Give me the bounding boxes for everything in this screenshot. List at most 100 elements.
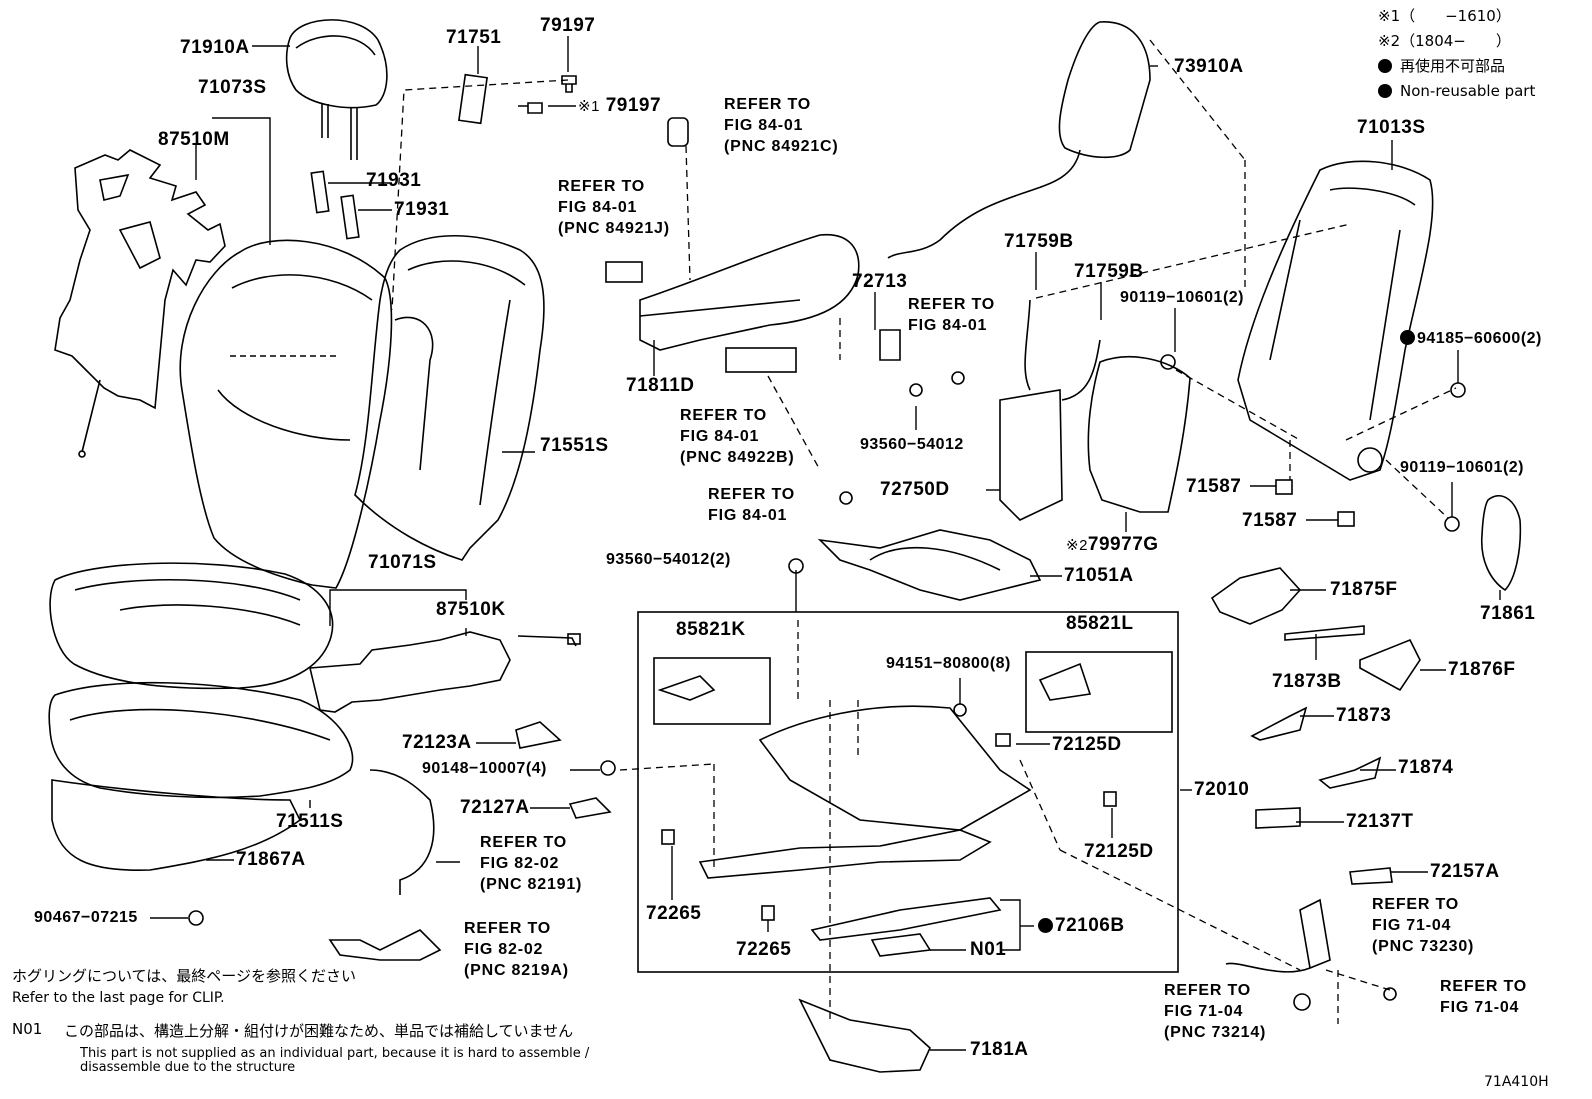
part-label[interactable]: 72125D [1084, 841, 1154, 862]
assembly-guide-lines [391, 39, 1457, 1024]
part-label-94185[interactable]: 94185−60600(2) [1400, 330, 1542, 347]
part-label[interactable]: 71587 [1186, 476, 1242, 497]
part-label[interactable]: 94151−80800(8) [886, 655, 1011, 672]
n01-note-en-line2: disassemble due to the structure [80, 1060, 296, 1075]
side-airbag-assy [887, 21, 1151, 259]
refer-to-figure[interactable]: REFER TO FIG 84-01 [708, 486, 796, 524]
part-label-79197-mark1[interactable]: ※1 79197 [578, 96, 661, 115]
part-label[interactable]: 72157A [1430, 861, 1500, 882]
part-number: 72106B [1055, 915, 1125, 936]
part-label[interactable]: 71931 [394, 199, 450, 220]
part-label[interactable]: 71051A [1064, 565, 1134, 586]
nonreusable-dot-icon [1378, 59, 1392, 73]
part-label[interactable]: 72127A [460, 797, 530, 818]
part-label[interactable]: 71759B [1004, 231, 1074, 252]
leader-lines [150, 36, 1501, 1051]
refer-to-figure[interactable]: REFER TO FIG 84-01 (PNC 84921C) [724, 96, 839, 155]
nonreusable-dot-icon [1378, 84, 1392, 98]
part-label[interactable]: 73910A [1174, 56, 1244, 77]
part-label[interactable]: N01 [970, 939, 1007, 960]
seat-adjuster-frame [657, 662, 1117, 957]
part-label[interactable]: 71876F [1448, 659, 1516, 680]
seat-adjuster-box [637, 611, 1179, 973]
part-number: 94185−60600(2) [1417, 330, 1542, 347]
mark1-symbol: ※1 [578, 98, 600, 115]
refer-to-figure[interactable]: REFER TO FIG 84-01 (PNC 84922B) [680, 407, 795, 466]
part-label[interactable]: 85821K [676, 619, 746, 640]
cushion-front-trim [51, 779, 302, 872]
part-label[interactable]: 71511S [276, 811, 344, 832]
part-label[interactable]: 71873B [1272, 671, 1342, 692]
part-label[interactable]: 72265 [646, 903, 702, 924]
part-label[interactable]: 71551S [540, 435, 609, 456]
part-label[interactable]: 85821L [1066, 613, 1134, 634]
part-label[interactable]: 71875F [1330, 579, 1398, 600]
recliner-bracket [725, 329, 965, 505]
part-label[interactable]: 71931 [366, 170, 422, 191]
refer-to-figure[interactable]: REFER TO FIG 82-02 (PNC 8219A) [464, 920, 569, 979]
part-label[interactable]: 90148−10007(4) [422, 760, 547, 777]
part-label[interactable]: 71013S [1357, 117, 1426, 138]
part-label[interactable]: 93560−54012 [860, 436, 964, 453]
part-label[interactable]: 72123A [402, 732, 472, 753]
part-label[interactable]: 72750D [880, 479, 950, 500]
n01-code: N01 [12, 1020, 43, 1038]
part-label[interactable]: 72265 [736, 939, 792, 960]
part-label[interactable]: 90119−10601(2) [1120, 289, 1244, 306]
part-number: 79197 [605, 95, 662, 116]
part-label[interactable]: 71910A [180, 37, 250, 58]
headrest-drawing [285, 19, 388, 160]
part-label[interactable]: 71874 [1398, 757, 1454, 778]
part-label[interactable]: 87510M [158, 129, 230, 150]
seat-adjust-lever [798, 998, 931, 1073]
part-label-79977g[interactable]: ※279977G [1066, 535, 1159, 554]
seatback-board [1087, 356, 1191, 513]
part-label[interactable]: 71861 [1480, 603, 1536, 624]
legend: ※1（ −1610） ※2（1804− ） 再使用不可部品 Non-reusab… [1378, 4, 1535, 104]
part-label[interactable]: 87510K [436, 599, 506, 620]
seat-cushion-pad [48, 681, 354, 799]
part-label-72106b[interactable]: 72106B [1038, 916, 1125, 935]
fasteners [188, 558, 967, 926]
legend-nonreusable-jp: 再使用不可部品 [1400, 57, 1506, 75]
part-label[interactable]: 72010 [1194, 779, 1250, 800]
recliner-cover [1480, 495, 1522, 592]
seatback-cover [179, 239, 393, 589]
part-label[interactable]: 71811D [626, 375, 695, 396]
legend-nonreusable-jp-row: 再使用不可部品 [1378, 54, 1535, 79]
part-label[interactable]: 71759B [1074, 261, 1144, 282]
part-number: 79977G [1087, 534, 1159, 555]
seatback-pad [354, 234, 545, 561]
motor-box-85821k [653, 657, 771, 725]
refer-to-figure[interactable]: REFER TO FIG 84-01 (PNC 84921J) [558, 178, 670, 237]
n01-note-jp: この部品は、構造上分解・組付けが困難なため、単品では補給していません [64, 1022, 574, 1040]
part-label[interactable]: 72125D [1052, 734, 1122, 755]
part-label[interactable]: 72137T [1346, 811, 1414, 832]
part-label[interactable]: 7181A [970, 1039, 1029, 1060]
refer-to-figure[interactable]: REFER TO FIG 71-04 (PNC 73214) [1164, 982, 1267, 1041]
seat-cushion-cover [49, 562, 334, 690]
refer-to-figure[interactable]: REFER TO FIG 71-04 [1440, 978, 1528, 1016]
part-label[interactable]: 90467−07215 [34, 909, 138, 926]
part-label[interactable]: 71867A [236, 849, 306, 870]
part-label[interactable]: 71587 [1242, 510, 1298, 531]
part-label[interactable]: 72713 [852, 271, 908, 292]
refer-to-figure[interactable]: REFER TO FIG 71-04 (PNC 73230) [1372, 896, 1475, 955]
lumbar-support [999, 299, 1101, 521]
seat-spring-assy [817, 529, 1042, 601]
part-label[interactable]: 71751 [446, 27, 502, 48]
wire-harnesses [328, 769, 442, 961]
part-label[interactable]: 71073S [198, 77, 267, 98]
part-label[interactable]: 90119−10601(2) [1400, 459, 1524, 476]
clip-note-en: Refer to the last page for CLIP. [12, 990, 225, 1006]
seat-belt-buckle [1225, 898, 1397, 1011]
part-label[interactable]: 79197 [540, 15, 596, 36]
refer-to-figure[interactable]: REFER TO FIG 84-01 [908, 296, 996, 334]
refer-to-figure[interactable]: REFER TO FIG 82-02 (PNC 82191) [480, 834, 583, 893]
seatback-frame [1237, 160, 1434, 481]
part-label[interactable]: 93560−54012(2) [606, 551, 731, 568]
legend-mark1: ※1（ −1610） [1378, 7, 1511, 25]
part-label[interactable]: 71071S [368, 552, 437, 573]
part-label[interactable]: 71873 [1336, 705, 1392, 726]
